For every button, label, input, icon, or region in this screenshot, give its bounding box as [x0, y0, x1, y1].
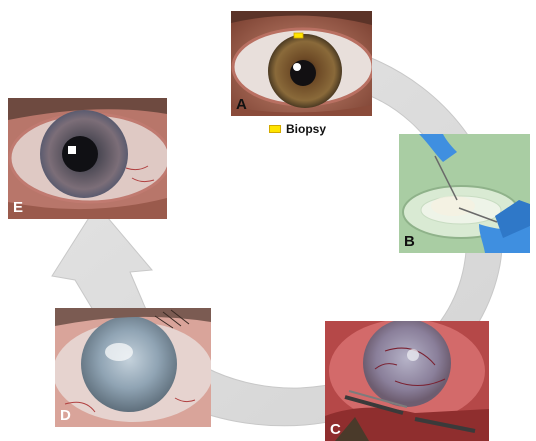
panel-a-label: A	[236, 96, 247, 113]
panel-d-eye-photo	[55, 308, 211, 427]
panel-c-label: C	[330, 421, 341, 438]
legend-label-biopsy: Biopsy	[286, 122, 326, 136]
legend-swatch-biopsy	[269, 125, 281, 133]
panel-d-label: D	[60, 407, 71, 424]
panel-b-label: B	[404, 233, 415, 250]
panel-e-label: E	[13, 199, 23, 216]
panel-b-culture-photo	[399, 134, 530, 253]
biopsy-marker	[294, 33, 303, 38]
panel-c-surgery-photo	[325, 321, 489, 441]
panel-e-eye-photo	[8, 98, 167, 219]
legend: Biopsy	[269, 122, 326, 136]
panel-d: D	[55, 308, 211, 427]
panel-a-eye-photo	[231, 11, 372, 116]
panel-c: C	[325, 321, 489, 441]
panel-b: B	[399, 134, 530, 253]
panel-a: A	[231, 11, 372, 116]
panel-e: E	[8, 98, 167, 219]
